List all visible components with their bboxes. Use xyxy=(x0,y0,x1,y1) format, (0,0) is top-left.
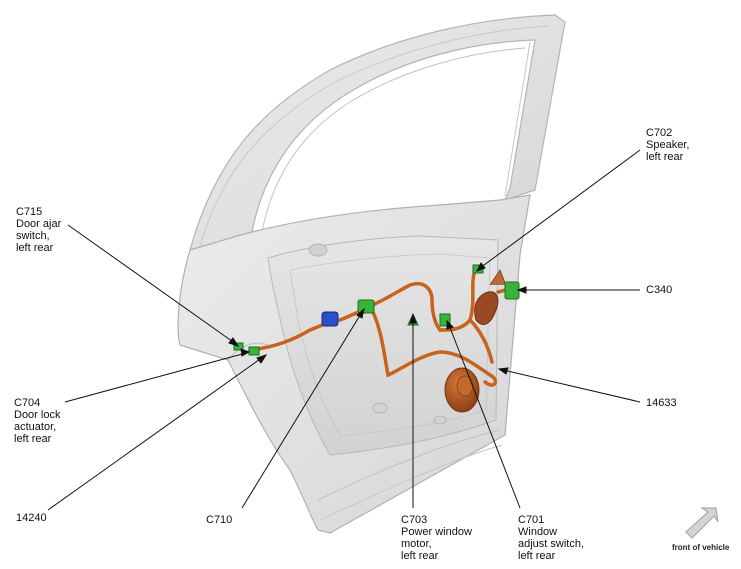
label-c710: C710 xyxy=(206,514,233,526)
label-c340: C340 xyxy=(646,284,673,296)
connector-c704 xyxy=(248,346,260,356)
window-frame xyxy=(189,14,566,251)
arrow-up-right-icon xyxy=(685,507,719,539)
label-14633: 14633 xyxy=(646,397,677,409)
connector-c340 xyxy=(504,281,520,300)
window-regulator xyxy=(474,269,507,325)
connector-c701 xyxy=(439,313,451,327)
leader-lines xyxy=(47,149,641,511)
label-14240: 14240 xyxy=(16,512,47,524)
connector-c710 xyxy=(357,299,375,314)
front-of-vehicle-label: front of vehicle xyxy=(672,543,730,552)
door-body xyxy=(177,194,531,534)
connector-blue xyxy=(321,311,339,327)
